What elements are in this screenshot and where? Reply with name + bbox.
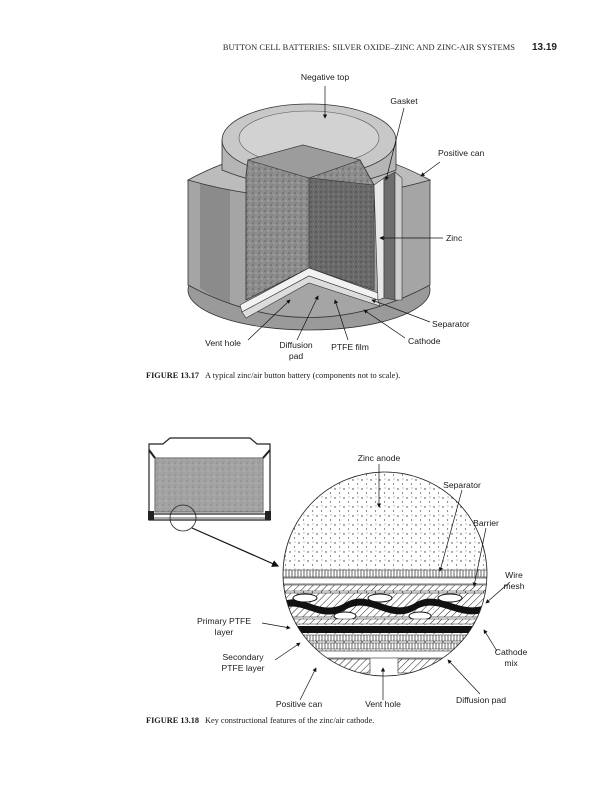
figure-13-18-cathode-diagram: Zinc anode Separator Barrier Wire mesh P… bbox=[148, 437, 528, 709]
label-zinc: Zinc bbox=[446, 233, 463, 243]
figure-13-17-caption-text: A typical zinc/air button battery (compo… bbox=[205, 371, 401, 380]
label-positive-can: Positive can bbox=[438, 148, 485, 158]
running-head-title: BUTTON CELL BATTERIES: SILVER OXIDE–ZINC… bbox=[222, 43, 515, 52]
running-head: BUTTON CELL BATTERIES: SILVER OXIDE–ZINC… bbox=[0, 42, 595, 57]
label-secondary-ptfe-line2: PTFE layer bbox=[222, 663, 265, 673]
label-wire-mesh-line2: mesh bbox=[503, 581, 524, 591]
figure-13-18-number: FIGURE 13.18 bbox=[146, 716, 200, 725]
label-cathode: Cathode bbox=[408, 336, 441, 346]
label-diffusion-pad-line1: Diffusion bbox=[279, 340, 313, 350]
label-cathode-mix-line2: mix bbox=[504, 658, 518, 668]
label-negative-top: Negative top bbox=[301, 72, 349, 82]
figure-13-18-caption: FIGURE 13.18 Key constructional features … bbox=[146, 716, 374, 725]
label-barrier: Barrier bbox=[473, 518, 499, 528]
label-diffusion-pad-line2: pad bbox=[289, 351, 304, 361]
label-separator: Separator bbox=[432, 319, 470, 329]
label-cathode-mix-line1: Cathode bbox=[495, 647, 528, 657]
label-zinc-anode: Zinc anode bbox=[358, 453, 401, 463]
label-vent-hole: Vent hole bbox=[205, 338, 241, 348]
label-primary-ptfe-line1: Primary PTFE bbox=[197, 616, 251, 626]
figure-13-17-caption: FIGURE 13.17 A typical zinc/air button ba… bbox=[146, 371, 400, 380]
figure-13-17-battery-cutaway: Negative top Gasket Positive can Zinc Se… bbox=[186, 72, 485, 361]
label-positive-can: Positive can bbox=[276, 699, 323, 709]
label-ptfe-film: PTFE film bbox=[331, 342, 369, 352]
label-secondary-ptfe-line1: Secondary bbox=[222, 652, 264, 662]
figure-13-17-number: FIGURE 13.17 bbox=[146, 371, 200, 380]
figure-13-18-caption-text: Key constructional features of the zinc/… bbox=[205, 716, 375, 725]
label-wire-mesh-line1: Wire bbox=[505, 570, 523, 580]
label-diffusion-pad: Diffusion pad bbox=[456, 695, 506, 705]
label-gasket: Gasket bbox=[390, 96, 418, 106]
label-vent-hole: Vent hole bbox=[365, 699, 401, 709]
label-separator: Separator bbox=[443, 480, 481, 490]
page-number: 13.19 bbox=[531, 42, 557, 53]
label-primary-ptfe-line2: layer bbox=[215, 627, 234, 637]
